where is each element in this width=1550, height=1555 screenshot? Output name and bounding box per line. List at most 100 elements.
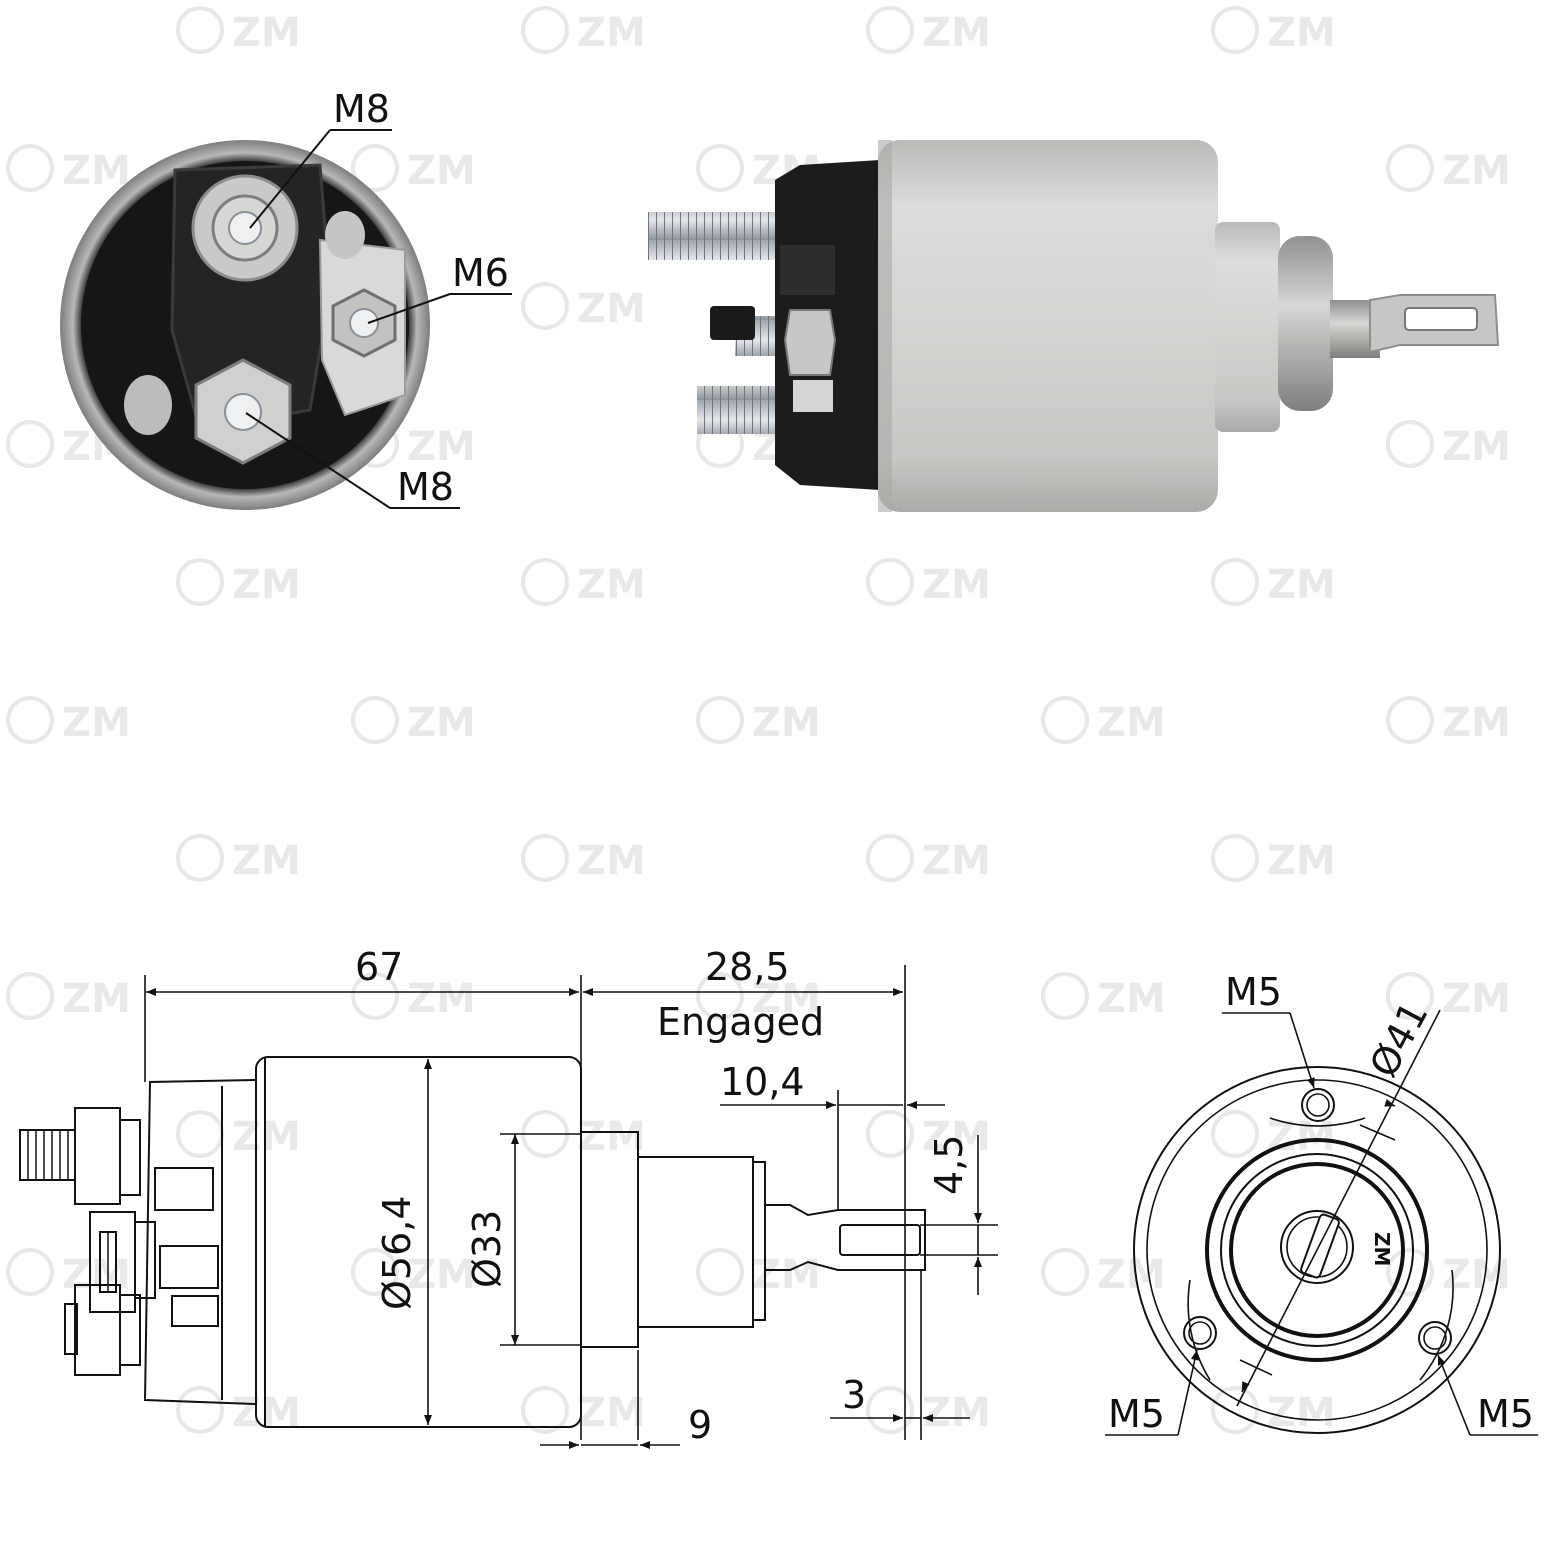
label-hole-left: M5 bbox=[1108, 1392, 1165, 1436]
top-stud-bolt bbox=[228, 211, 262, 245]
watermark-logo-text: ZM bbox=[1442, 700, 1511, 746]
watermark-logo-ring bbox=[521, 282, 569, 330]
watermark-logo-ring bbox=[866, 6, 914, 54]
watermark-logo-text: ZM bbox=[577, 838, 646, 884]
label-stud-bottom: M8 bbox=[397, 465, 454, 509]
front-outer-inner bbox=[1146, 1079, 1488, 1421]
watermark-logo-text: ZM bbox=[922, 562, 991, 608]
front-shaft-slot bbox=[1300, 1213, 1340, 1279]
watermark-logo-ring bbox=[6, 972, 54, 1020]
watermark-logo-text: ZM bbox=[922, 838, 991, 884]
wire-lug-top bbox=[325, 211, 365, 259]
watermark-logo-ring bbox=[176, 834, 224, 882]
watermark-logo-ring bbox=[521, 6, 569, 54]
watermark-logo-text: ZM bbox=[922, 1114, 991, 1160]
watermark-logo-text: ZM bbox=[1442, 424, 1511, 470]
watermark-logo-text: ZM bbox=[407, 148, 476, 194]
drawing-side-view bbox=[19, 1056, 926, 1428]
watermark-logo-text: ZM bbox=[577, 1390, 646, 1436]
dim-shoulder-diameter: Ø33 bbox=[465, 1210, 509, 1288]
watermark-logo-text: ZM bbox=[62, 700, 131, 746]
side-stud-bottom bbox=[697, 386, 782, 434]
watermark-logo-text: ZM bbox=[232, 1390, 301, 1436]
drawing-plunger bbox=[637, 1156, 754, 1328]
dim-stroke-engaged: 28,5 bbox=[705, 945, 790, 989]
drawing-front-labels: M5 M5 M5 Ø41 ZM bbox=[1108, 970, 1534, 1436]
front-plunger-outer bbox=[1280, 1210, 1354, 1284]
watermark-logo-text: ZM bbox=[1097, 1252, 1166, 1298]
dim-tip: 3 bbox=[842, 1373, 866, 1417]
watermark-logo-ring bbox=[1041, 1248, 1089, 1296]
watermark-logo-ring bbox=[6, 1248, 54, 1296]
front-collar-outer bbox=[1205, 1138, 1429, 1362]
drawing-shaft bbox=[765, 1204, 926, 1271]
wire-lug-left bbox=[124, 375, 172, 435]
drawing-front-view bbox=[1105, 1009, 1538, 1436]
watermark-logo-ring bbox=[521, 834, 569, 882]
watermark-logo-ring bbox=[1041, 696, 1089, 744]
watermark-logo-text: ZM bbox=[752, 976, 821, 1022]
watermark-logo-text: ZM bbox=[62, 148, 131, 194]
watermark-logo-ring bbox=[176, 1110, 224, 1158]
watermark-logo-text: ZM bbox=[232, 10, 301, 56]
watermark-logo-ring bbox=[1211, 834, 1259, 882]
dim-offset: 10,4 bbox=[720, 1060, 805, 1104]
side-stud-top bbox=[648, 212, 776, 260]
watermark-logo-text: ZM bbox=[232, 838, 301, 884]
watermark-logo-text: ZM bbox=[1267, 1114, 1336, 1160]
front-outer bbox=[1133, 1066, 1501, 1434]
side-collar bbox=[1215, 222, 1280, 432]
watermark-logo-text: ZM bbox=[922, 1390, 991, 1436]
label-stud-top: M8 bbox=[333, 87, 390, 131]
watermark-logo-ring bbox=[176, 558, 224, 606]
watermark-pattern: ZM ZM ZM ZM ZM ZM ZM ZM ZM ZM ZM ZM ZM ZM ZM ZM ZM ZM ZM ZM… bbox=[6, 6, 1511, 1436]
watermark-logo-text: ZM bbox=[752, 1252, 821, 1298]
side-mid-washer bbox=[793, 380, 833, 412]
watermark-logo-ring bbox=[351, 144, 399, 192]
watermark-logo-ring bbox=[696, 696, 744, 744]
end-view-callouts: M8 M6 M8 bbox=[245, 87, 512, 509]
watermark-logo-ring bbox=[1386, 420, 1434, 468]
side-cap-ridge bbox=[780, 245, 835, 295]
watermark-logo-ring bbox=[176, 6, 224, 54]
front-logo: ZM bbox=[1370, 1232, 1394, 1266]
dim-length: 67 bbox=[355, 945, 403, 989]
watermark-logo-text: ZM bbox=[1442, 148, 1511, 194]
hole-right bbox=[1418, 1321, 1452, 1355]
dim-engaged-caption: Engaged bbox=[657, 1000, 824, 1044]
photo-side-view bbox=[648, 140, 1500, 512]
drawing-term-bottom-nut bbox=[74, 1284, 121, 1376]
watermark-logo-text: ZM bbox=[1267, 838, 1336, 884]
watermark-logo-ring bbox=[521, 1386, 569, 1434]
dim-body-diameter: Ø56,4 bbox=[375, 1195, 419, 1310]
watermark-logo-ring bbox=[1211, 1386, 1259, 1434]
watermark-logo-ring bbox=[1386, 1248, 1434, 1296]
drawing-term-bottom-stud bbox=[64, 1303, 78, 1355]
watermark-logo-ring bbox=[176, 1386, 224, 1434]
label-hole-top: M5 bbox=[1225, 970, 1282, 1014]
watermark-logo-text: ZM bbox=[407, 424, 476, 470]
front-collar-inner bbox=[1220, 1153, 1414, 1347]
watermark-logo-ring bbox=[351, 696, 399, 744]
side-body bbox=[878, 140, 1218, 512]
dim-slot-width: 4,5 bbox=[927, 1135, 971, 1195]
drawing-shoulder bbox=[580, 1131, 639, 1348]
watermark-logo-text: ZM bbox=[407, 1252, 476, 1298]
watermark-logo-text: ZM bbox=[1097, 700, 1166, 746]
watermark-logo-ring bbox=[866, 1110, 914, 1158]
side-nut bbox=[783, 309, 837, 376]
watermark-logo-ring bbox=[866, 1386, 914, 1434]
drawing-slot bbox=[839, 1224, 921, 1256]
watermark-logo-text: ZM bbox=[577, 562, 646, 608]
watermark-logo-ring bbox=[6, 696, 54, 744]
bottom-stud-bolt bbox=[224, 393, 262, 431]
watermark-logo-ring bbox=[521, 558, 569, 606]
watermark-logo-text: ZM bbox=[577, 1114, 646, 1160]
watermark-logo-ring bbox=[351, 972, 399, 1020]
watermark-logo-ring bbox=[1386, 144, 1434, 192]
photo-end-view bbox=[60, 140, 430, 510]
drawing-term-top-stud bbox=[19, 1129, 76, 1181]
watermark-logo-text: ZM bbox=[1442, 976, 1511, 1022]
